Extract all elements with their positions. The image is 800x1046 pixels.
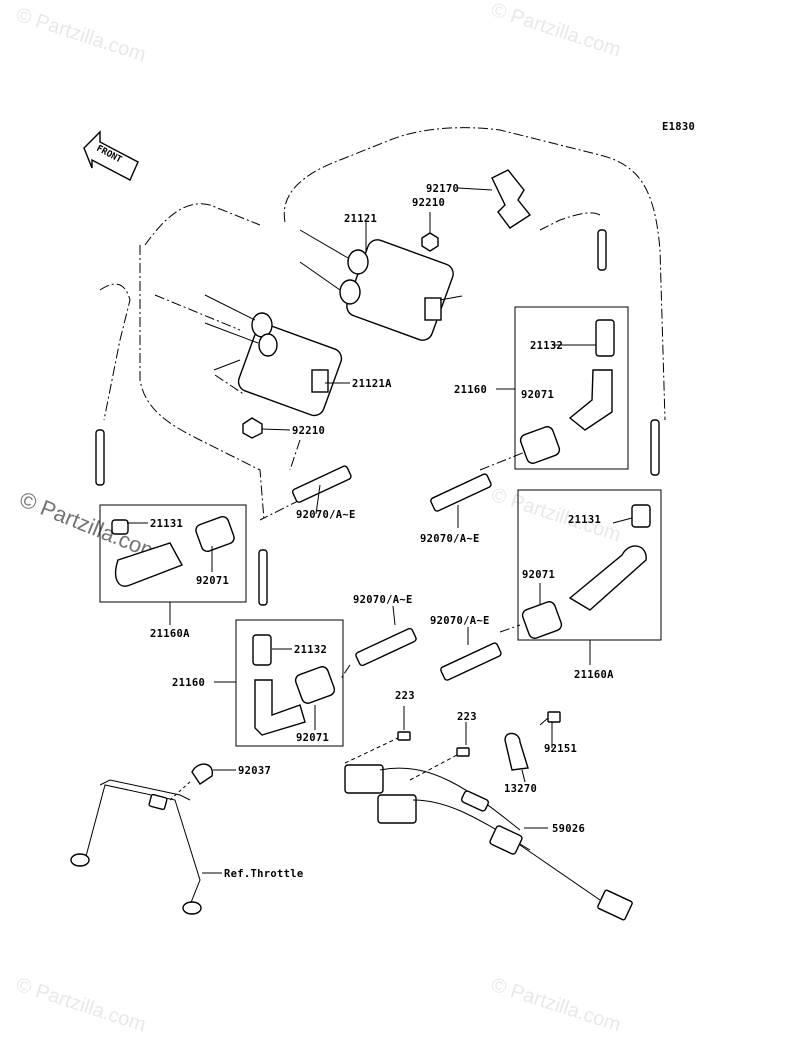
wire-tip-lower-left (258, 549, 268, 606)
cap-elbow-right-upper (568, 369, 613, 431)
boot-92071-left (195, 516, 235, 552)
label-223-a: 223 (395, 690, 415, 702)
label-21160A-left: 21160A (150, 628, 190, 640)
label-92071-left: 92071 (196, 575, 229, 587)
label-21131-right: 21131 (568, 514, 601, 526)
label-21132-right: 21132 (530, 340, 563, 352)
boot-92071-lower-left (294, 666, 336, 704)
boot-21131-right (631, 504, 651, 528)
boot-21132-left (252, 634, 272, 666)
cap-elbow-lower-left (254, 679, 306, 736)
boot-21132-right (595, 319, 615, 357)
wire-tip-right-mid (650, 419, 660, 476)
wire-tip-right-upper (597, 229, 607, 271)
label-59026: 59026 (552, 823, 585, 835)
label-92210-mid: 92210 (292, 425, 325, 437)
label-21132-left: 21132 (294, 644, 327, 656)
label-13270: 13270 (504, 783, 537, 795)
label-21131-left: 21131 (150, 518, 183, 530)
bracket-92037-assembly (70, 763, 236, 915)
ignition-coil-upper (299, 229, 463, 341)
label-223-b: 223 (457, 711, 477, 723)
wiring-harness-59026 (344, 764, 633, 921)
label-92210-top: 92210 (412, 197, 445, 209)
label-92071-right-mid: 92071 (522, 569, 555, 581)
leader-lines-top (261, 187, 493, 431)
label-21160A-right: 21160A (574, 669, 614, 681)
plug-cap-assembly-left (95, 429, 247, 625)
label-92071-right-top: 92071 (521, 389, 554, 401)
watermark-bottom-right: © Partzilla.com (488, 974, 623, 1037)
label-92170: 92170 (426, 183, 459, 195)
screws-and-clamps (344, 706, 561, 783)
plug-cap-assembly-right-mid (517, 419, 662, 665)
label-ref-throttle: Ref.Throttle (224, 868, 303, 880)
watermark-bottom-left: © Partzilla.com (13, 974, 148, 1037)
ignition-coil-lower (204, 294, 343, 417)
watermark-mid-right: © Partzilla.com (488, 484, 623, 547)
label-92070-c: 92070/A~E (353, 594, 413, 606)
front-arrow-icon: FRONT (83, 130, 139, 181)
wire-routing-lines (99, 127, 666, 681)
nut-92210-top (421, 232, 439, 252)
plug-cap-assembly-right-upper (496, 229, 629, 470)
part-labels: 92170 92210 21121 21121A 92210 21132 211… (150, 183, 614, 880)
label-21121: 21121 (344, 213, 377, 225)
nut-92210-mid (242, 417, 263, 439)
label-92070-a: 92070/A~E (296, 509, 356, 521)
cap-elbow-right-mid (568, 545, 647, 611)
label-21160-right: 21160 (454, 384, 487, 396)
wire-tip-left (95, 429, 105, 486)
diagram-code: E1830 (662, 121, 695, 133)
boot-92071-right-upper (519, 426, 561, 464)
label-92070-b: 92070/A~E (420, 533, 480, 545)
cap-elbow-left (114, 542, 183, 587)
spark-plug-lower-right (440, 627, 502, 681)
watermark-top-right: © Partzilla.com (488, 0, 623, 61)
label-92070-d: 92070/A~E (430, 615, 490, 627)
plug-cap-assembly-lower-left (214, 549, 344, 747)
label-92151: 92151 (544, 743, 577, 755)
label-92037: 92037 (238, 765, 271, 777)
boot-92071-right-mid (521, 601, 563, 639)
spark-plug-lower-left (355, 605, 417, 667)
watermark-top-left: © Partzilla.com (13, 4, 148, 67)
label-21121A: 21121A (352, 378, 392, 390)
clamp-92170 (491, 169, 532, 229)
boot-21131-left (111, 519, 129, 535)
label-21160-left: 21160 (172, 677, 205, 689)
label-92071-bottom: 92071 (296, 732, 329, 744)
spark-plug-top-center (291, 465, 352, 515)
spark-plug-mid-center (430, 473, 492, 528)
